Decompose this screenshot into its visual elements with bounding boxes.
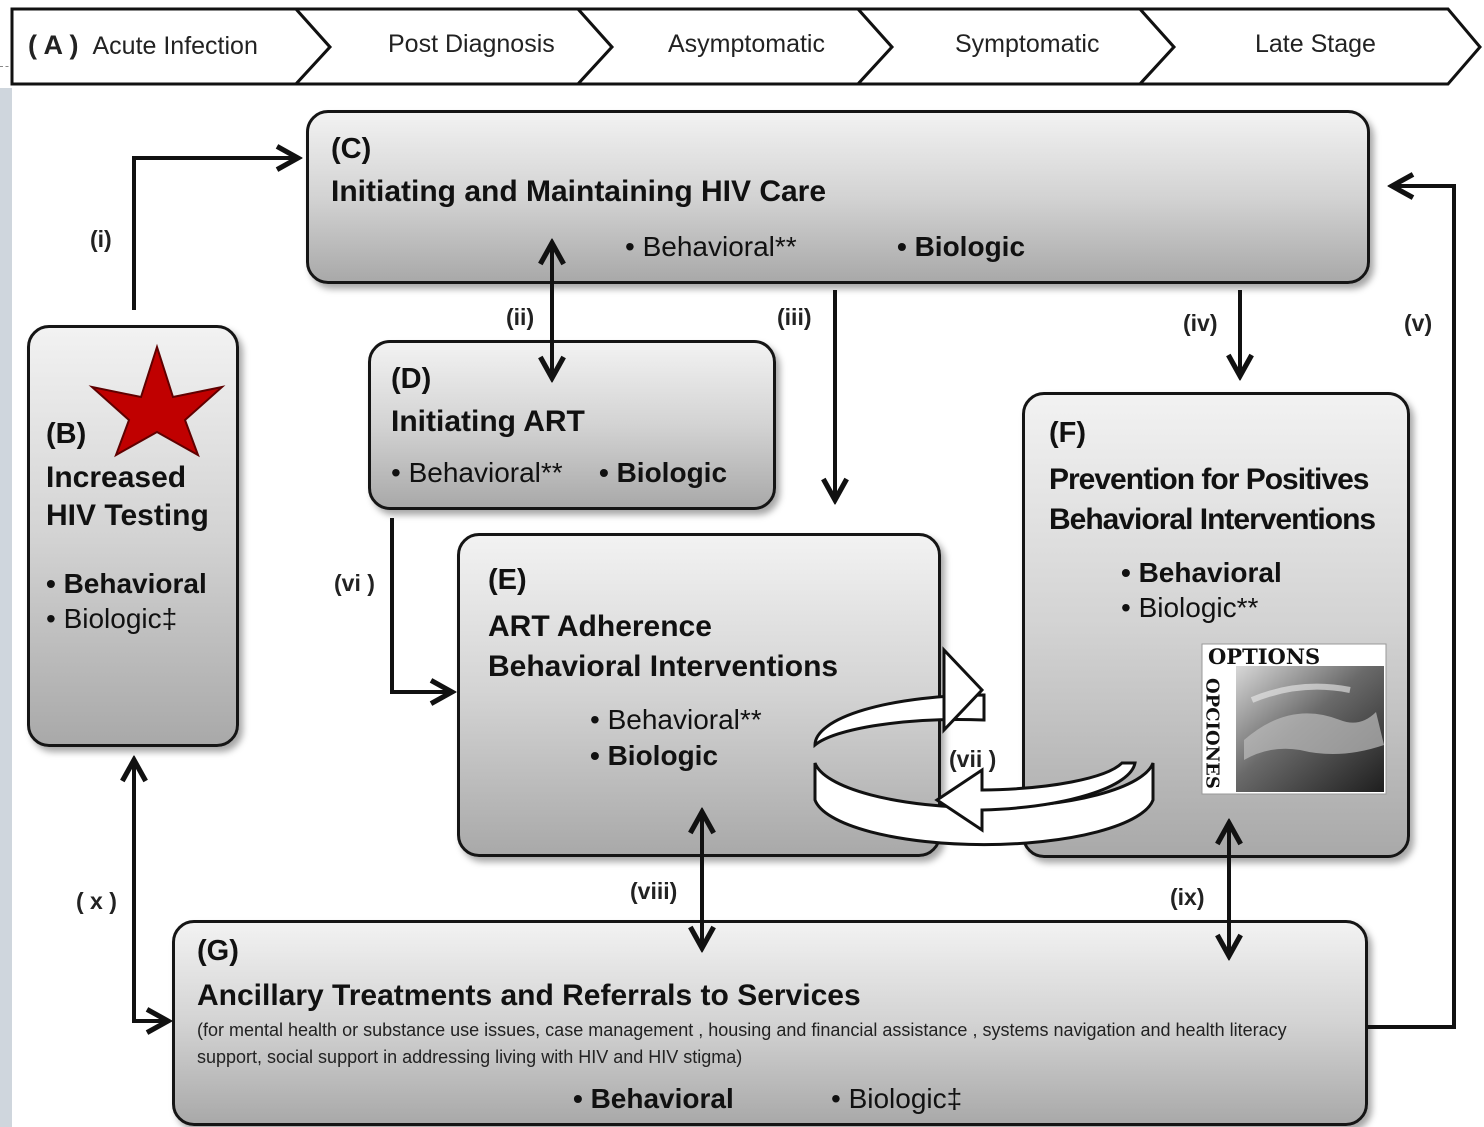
phase-label: Acute Infection xyxy=(92,32,258,60)
box-g-letter: (G) xyxy=(197,935,239,967)
box-b-letter: (B) xyxy=(46,418,87,450)
label-vii: (vii ) xyxy=(949,746,997,772)
label-iii: (iii) xyxy=(777,304,812,330)
box-c-letter: (C) xyxy=(331,133,372,165)
box-c-behavioral: • Behavioral** xyxy=(625,231,797,262)
box-g-biologic: • Biologic‡ xyxy=(831,1083,963,1114)
box-d-initiating-art: (D) Initiating ART • Behavioral** • Biol… xyxy=(368,340,776,510)
arrow-vi xyxy=(390,518,452,692)
box-b-title-line1: Increased xyxy=(46,461,187,494)
box-d-biologic: • Biologic xyxy=(599,457,728,488)
box-g-ancillary-treatments: (G) Ancillary Treatments and Referrals t… xyxy=(172,920,1368,1126)
box-g-description: (for mental health or substance use issu… xyxy=(197,1020,1287,1067)
phase-post-diagnosis: Post Diagnosis xyxy=(388,30,555,58)
label-v: (v) xyxy=(1404,310,1433,336)
phase-chevrons xyxy=(10,7,1482,86)
label-ix: (ix) xyxy=(1170,884,1205,910)
phase-asymptomatic: Asymptomatic xyxy=(668,30,825,58)
options-logo-side: OPCIONES xyxy=(1202,678,1223,789)
box-f-biologic: • Biologic** xyxy=(1121,592,1259,623)
box-c-title: Initiating and Maintaining HIV Care xyxy=(331,175,827,208)
box-g-title: Ancillary Treatments and Referrals to Se… xyxy=(197,979,861,1012)
phase-chevron-5 xyxy=(1136,7,1482,86)
panel-a-tag: ( A ) xyxy=(28,30,79,60)
box-b-behavioral: • Behavioral xyxy=(46,568,207,599)
box-c-biologic: • Biologic xyxy=(897,231,1026,262)
box-f-title-line1: Prevention for Positives xyxy=(1049,463,1369,496)
box-e-behavioral: • Behavioral** xyxy=(590,704,762,735)
box-g-behavioral: • Behavioral xyxy=(573,1083,734,1114)
options-logo: OPTIONS OPCIONES xyxy=(1201,643,1387,795)
phase-bar: ( A ) Acute Infection Post Diagnosis Asym… xyxy=(0,0,1484,95)
dashed-guide xyxy=(0,66,14,67)
left-edge-strip xyxy=(0,88,12,1127)
arrow-v xyxy=(1368,186,1456,1029)
label-i: (i) xyxy=(90,226,112,252)
box-c-hiv-care: (C) Initiating and Maintaining HIV Care … xyxy=(306,110,1370,284)
box-d-letter: (D) xyxy=(391,363,432,395)
box-e-biologic: • Biologic xyxy=(590,740,719,771)
box-f-letter: (F) xyxy=(1049,417,1087,449)
options-logo-top: OPTIONS xyxy=(1208,644,1320,669)
phase-symptomatic: Symptomatic xyxy=(955,30,1100,58)
box-e-title-line1: ART Adherence xyxy=(488,610,712,643)
cycle-arrows-icon xyxy=(813,646,1155,847)
box-d-behavioral: • Behavioral** xyxy=(391,457,563,488)
box-b-title-line2: HIV Testing xyxy=(46,499,209,532)
label-ii: (ii) xyxy=(506,304,535,330)
label-iv: (iv) xyxy=(1183,310,1218,336)
phase-late-stage: Late Stage xyxy=(1255,30,1376,58)
arrow-i xyxy=(132,158,298,310)
box-f-title-line2: Behavioral Interventions xyxy=(1049,503,1376,536)
box-b-biologic: • Biologic‡ xyxy=(46,603,178,634)
box-f-behavioral: • Behavioral xyxy=(1121,557,1282,588)
phase-acute-infection: ( A ) Acute Infection xyxy=(28,30,258,61)
label-viii: (viii) xyxy=(630,878,678,904)
label-vi: (vi ) xyxy=(334,570,375,596)
arrow-x xyxy=(134,760,168,1021)
box-e-letter: (E) xyxy=(488,564,527,596)
box-d-title: Initiating ART xyxy=(391,405,585,438)
box-e-title-line2: Behavioral Interventions xyxy=(488,650,839,683)
red-star-icon xyxy=(88,343,226,458)
label-x: ( x ) xyxy=(76,888,117,914)
